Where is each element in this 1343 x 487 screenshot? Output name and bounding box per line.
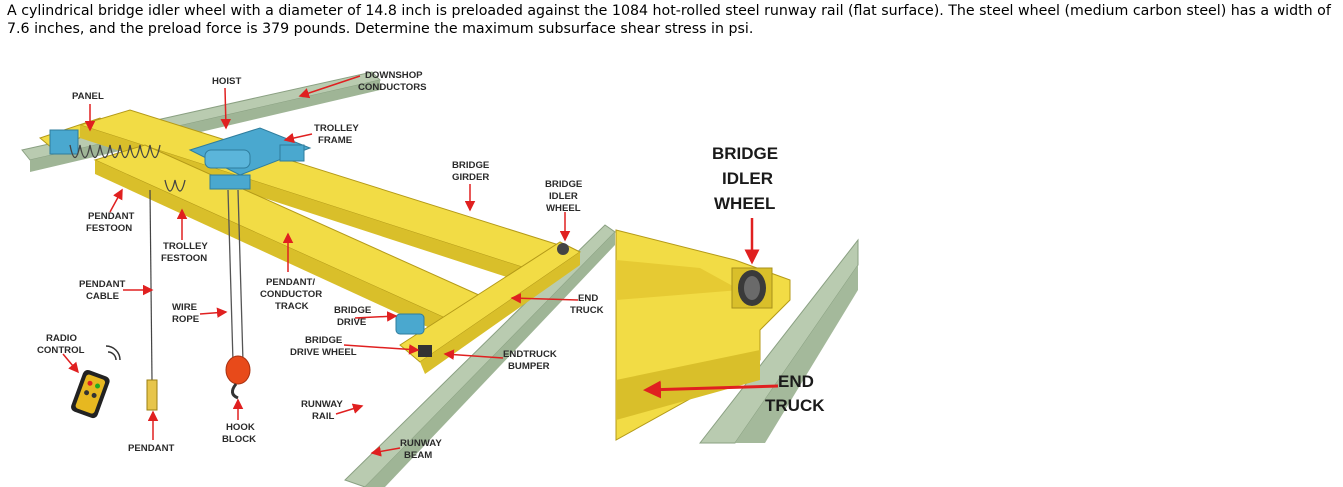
label-pendant: PENDANT	[128, 443, 175, 454]
label-panel: PANEL	[72, 91, 104, 102]
main-labels: HOIST DOWNSHOP CONDUCTORS PANEL TROLLEY …	[37, 70, 604, 461]
label-radio-2: CONTROL	[37, 345, 85, 356]
label-hook-1: HOOK	[226, 422, 255, 433]
label-conductor-2: CONDUCTOR	[260, 289, 322, 300]
problem-statement: A cylindrical bridge idler wheel with a …	[7, 3, 1331, 37]
detail-inset: BRIDGE IDLER WHEEL END TRUCK	[615, 144, 859, 444]
label-conductor-3: TRACK	[275, 301, 309, 312]
detail-label-idler-1: BRIDGE	[712, 144, 778, 163]
festoon-loops	[69, 144, 161, 159]
detail-label-idler-2: IDLER	[722, 169, 773, 188]
label-runway-beam-2: BEAM	[404, 450, 432, 461]
label-pendant-cable-1: PENDANT	[79, 279, 126, 290]
label-end-truck-1: END	[578, 293, 598, 304]
label-drive-wheel-1: BRIDGE	[305, 335, 343, 346]
label-bridge-drive-1: BRIDGE	[334, 305, 372, 316]
label-bumper-2: BUMPER	[508, 361, 550, 372]
drive-wheel-small	[418, 345, 432, 357]
label-bumper-1: ENDTRUCK	[503, 349, 557, 360]
label-pendant-festoon-1: PENDANT	[88, 211, 135, 222]
label-bridge-drive-2: DRIVE	[337, 317, 367, 328]
label-runway-beam-1: RUNWAY	[400, 438, 442, 449]
pendant-unit	[146, 379, 158, 411]
label-wire-rope-2: ROPE	[172, 314, 200, 325]
label-radio-1: RADIO	[46, 333, 77, 344]
label-bridge-girder-2: GIRDER	[452, 172, 489, 183]
crane-illustration	[21, 71, 616, 487]
label-trolley-festoon-1: TROLLEY	[163, 241, 208, 252]
label-idler-2: IDLER	[549, 191, 578, 202]
label-pendant-cable-2: CABLE	[86, 291, 120, 302]
detail-label-end-1: END	[778, 372, 814, 391]
label-downshop-1: DOWNSHOP	[365, 70, 423, 81]
label-runway-rail-1: RUNWAY	[301, 399, 343, 410]
panel-box	[49, 129, 79, 155]
radio-control-unit	[71, 370, 110, 419]
idler-wheel-small	[557, 243, 569, 255]
label-conductor-1: PENDANT/	[266, 277, 315, 288]
label-end-truck-2: TRUCK	[570, 305, 604, 316]
label-hoist: HOIST	[212, 76, 241, 87]
label-wire-rope-1: WIRE	[172, 302, 198, 313]
label-idler-1: BRIDGE	[545, 179, 583, 190]
label-runway-rail-2: RAIL	[312, 411, 335, 422]
label-hook-2: BLOCK	[222, 434, 256, 445]
label-downshop-2: CONDUCTORS	[358, 82, 427, 93]
detail-label-end-2: TRUCK	[765, 396, 825, 415]
label-bridge-girder-1: BRIDGE	[452, 160, 490, 171]
label-idler-3: WHEEL	[546, 203, 581, 214]
leader-arrows	[62, 75, 579, 457]
label-pendant-festoon-2: FESTOON	[86, 223, 132, 234]
label-drive-wheel-2: DRIVE WHEEL	[290, 347, 357, 358]
label-trolley-festoon-2: FESTOON	[161, 253, 207, 264]
label-trolley-frame-2: FRAME	[318, 135, 353, 146]
label-trolley-frame-1: TROLLEY	[314, 123, 359, 134]
hook-block	[225, 355, 251, 385]
detail-label-idler-3: WHEEL	[714, 194, 775, 213]
bridge-drive-motor	[395, 313, 425, 335]
